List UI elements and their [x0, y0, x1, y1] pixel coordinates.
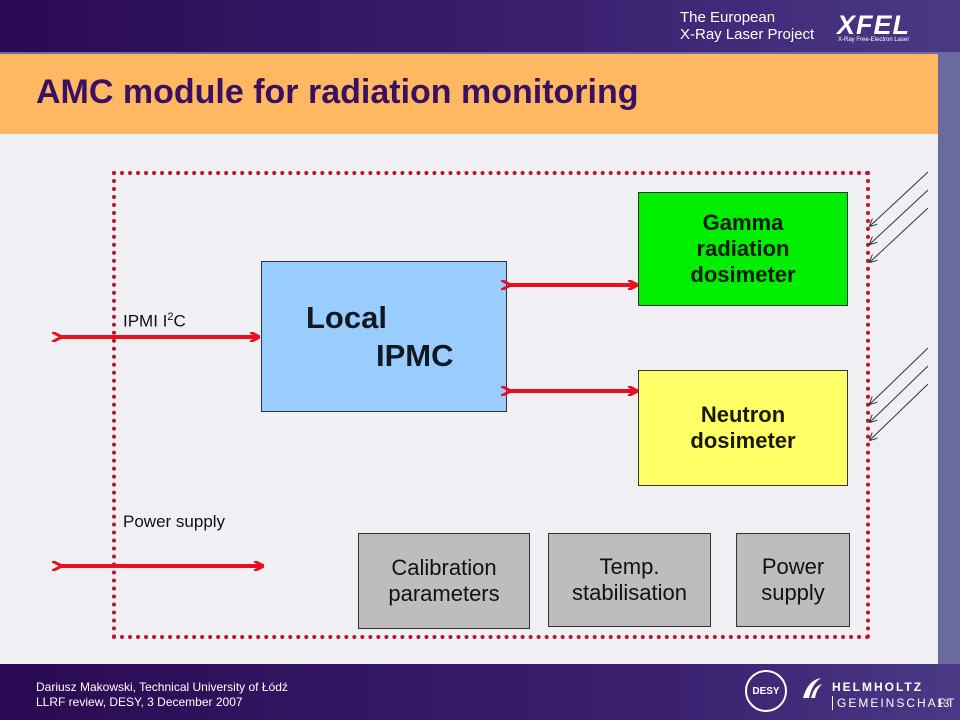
ipmc-label-line-1: Local — [306, 300, 387, 335]
footer-bar — [0, 664, 960, 720]
helmholtz-line-1: HELMHOLTZ — [832, 680, 924, 694]
ipmi-i2c-label: IPMI I2C — [123, 311, 186, 332]
gamma-dosimeter-label: Gamma radiation dosimeter — [690, 210, 796, 287]
page-number: 13 — [937, 698, 950, 710]
helmholtz-logo-icon — [803, 678, 822, 698]
ipmc-label-line-2: IPMC — [376, 338, 454, 373]
ipmi-suffix: C — [173, 311, 186, 331]
slide-title: AMC module for radiation monitoring — [36, 73, 639, 111]
right-strip — [938, 52, 960, 664]
temp-stabilisation-box: Temp. stabilisation — [548, 533, 711, 627]
project-name: The European X-Ray Laser Project — [680, 9, 814, 43]
neutron-dosimeter-box: Neutron dosimeter — [638, 370, 848, 486]
power-supply-box-label: Power supply — [761, 554, 825, 605]
calibration-parameters-box: Calibration parameters — [358, 533, 530, 629]
footer-event: LLRF review, DESY, 3 December 2007 — [36, 695, 243, 709]
local-ipmc-box — [261, 261, 507, 412]
power-supply-label: Power supply — [123, 512, 226, 531]
temp-stabilisation-label: Temp. stabilisation — [572, 554, 687, 605]
xfel-logo: XFEL — [837, 10, 911, 40]
radiation-arrows-top — [870, 171, 929, 262]
radiation-arrows-bottom — [870, 347, 929, 440]
calibration-label: Calibration parameters — [388, 555, 500, 606]
ipmi-prefix: IPMI I — [123, 311, 168, 331]
ipmi-superscript: 2 — [167, 311, 174, 323]
title-band — [0, 54, 938, 134]
helmholtz-line-2: GEMEINSCHAFT — [832, 696, 956, 710]
neutron-dosimeter-label: Neutron dosimeter — [690, 402, 796, 453]
xfel-logo-subtext: X-Ray Free-Electron Laser — [838, 37, 910, 43]
header-bar — [0, 0, 960, 52]
desy-logo: DESY — [745, 670, 787, 712]
project-line-1: The European — [680, 9, 776, 26]
project-line-2: X-Ray Laser Project — [680, 26, 815, 43]
amc-module-boundary — [112, 171, 870, 639]
gamma-dosimeter-box: Gamma radiation dosimeter — [638, 192, 848, 306]
power-supply-box: Power supply — [736, 533, 850, 627]
footer-author: Dariusz Makowski, Technical University o… — [36, 680, 288, 694]
